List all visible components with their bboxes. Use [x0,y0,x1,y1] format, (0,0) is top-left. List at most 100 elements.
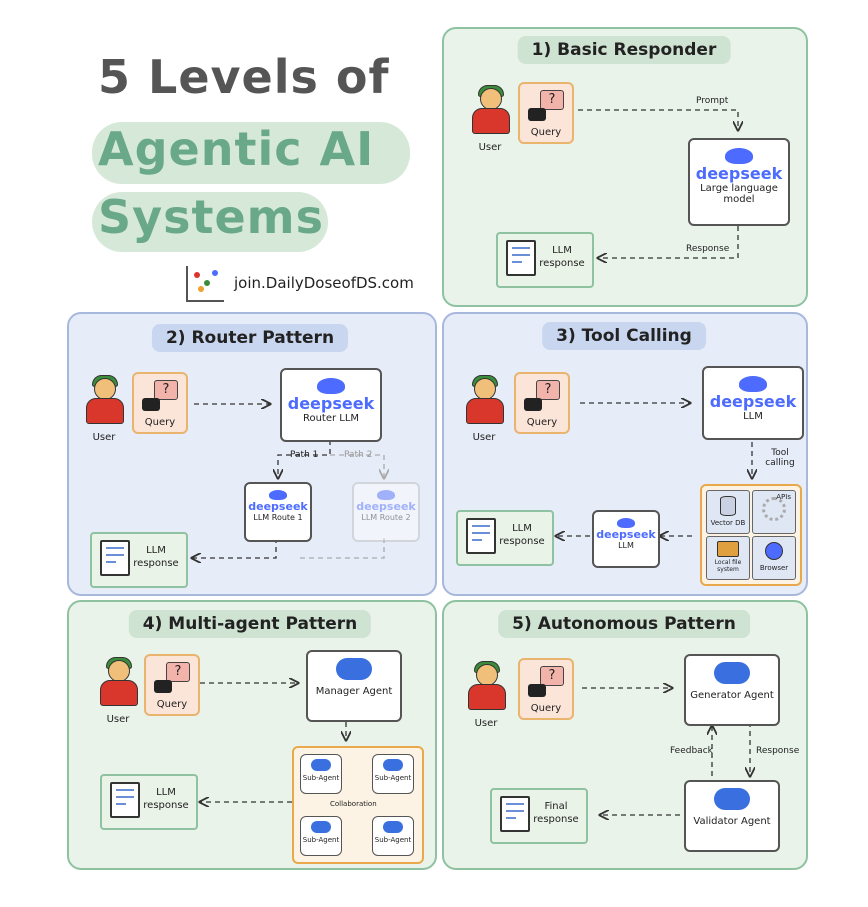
chat-icon [524,398,542,411]
llm-response-card: LLM response [456,510,554,566]
whale-icon [617,518,635,528]
validator-agent-box: Validator Agent [684,780,780,852]
panel-title: 1) Basic Responder [517,36,731,64]
query-label: Query [156,699,188,710]
panel-title: 2) Router Pattern [151,324,349,352]
question-icon: ? [540,90,564,110]
sub-agent-box: Sub-Agent [372,754,414,794]
deepseek-logo: deepseek [356,500,416,513]
llm-route-1-box: deepseek LLM Route 1 [244,482,312,542]
heading-line-2: Agentic AI [98,122,375,176]
llm-route-2-box: deepseek LLM Route 2 [352,482,420,542]
llm-box-secondary: deepseek LLM [592,510,660,568]
query-card: ? Query [132,372,188,434]
chat-icon [154,680,172,693]
question-icon: ? [540,666,564,686]
document-icon [100,540,130,576]
llm-response-card: LLM response [90,532,188,588]
heading-line-1: 5 Levels of [98,50,390,104]
query-card: ? Query [518,82,574,144]
vector-db-label: Vector DB [710,519,746,527]
user-label: User [478,142,502,153]
llm-box: deepseek LLM [702,366,804,440]
heading-highlight-2 [92,192,328,252]
cloud-agent-icon [714,662,750,684]
tool-calling-label: Tool calling [765,448,795,468]
query-label: Query [530,127,562,138]
cloud-agent-icon [311,821,331,833]
tools-group: Vector DB APIs Local file system Browser [700,484,802,586]
router-llm-label: Router LLM [302,413,360,424]
document-icon [110,782,140,818]
sub-agent-label: Sub-Agent [374,774,412,782]
local-fs-tool: Local file system [706,536,750,580]
browser-tool: Browser [752,536,796,580]
panel-title: 4) Multi-agent Pattern [128,610,372,638]
router-llm-box: deepseek Router LLM [280,368,382,442]
user-label: User [472,432,496,443]
cloud-agent-icon [383,759,403,771]
user-label: User [474,718,498,729]
response-label: Response [756,746,800,756]
manager-agent-label: Manager Agent [315,686,393,697]
query-card: ? Query [144,654,200,716]
panel-title: 5) Autonomous Pattern [498,610,750,638]
whale-icon [269,490,287,500]
collaboration-label: Collaboration [330,800,377,808]
site-link[interactable]: join.DailyDoseofDS.com [234,274,414,292]
llm-response-card: LLM response [100,774,198,830]
local-fs-label: Local file system [714,559,742,573]
heading-line-3: Systems [98,190,324,244]
cloud-agent-icon [714,788,750,810]
final-response-card: Final response [490,788,588,844]
sub-agent-box: Sub-Agent [300,816,342,856]
query-label: Query [526,417,558,428]
cloud-agent-icon [336,658,372,680]
cloud-agent-icon [383,821,403,833]
whale-icon [317,378,345,394]
user-label: User [106,714,130,725]
response-card-label: LLM response [143,787,189,811]
database-icon [720,496,736,516]
chat-icon [528,684,546,697]
sub-agent-box: Sub-Agent [372,816,414,856]
user-label: User [92,432,116,443]
route-2-label: LLM Route 2 [361,513,411,522]
feedback-label: Feedback [670,746,713,756]
gear-icon [762,497,786,521]
globe-icon [765,542,783,560]
query-label: Query [144,417,176,428]
cloud-agent-icon [311,759,331,771]
sub-agent-label: Sub-Agent [374,836,412,844]
generator-agent-box: Generator Agent [684,654,780,726]
question-icon: ? [536,380,560,400]
sub-agents-group: Sub-Agent Sub-Agent Collaboration Sub-Ag… [292,746,424,864]
chat-icon [528,108,546,121]
heading-highlight [92,122,410,184]
query-card: ? Query [514,372,570,434]
llm-label: Large language model [700,183,778,205]
document-icon [506,240,536,276]
deepseek-logo: deepseek [709,392,797,411]
path-2-label: Path 2 [344,450,373,460]
llm-response-card: LLM response [496,232,594,288]
document-icon [466,518,496,554]
path-1-label: Path 1 [290,450,319,460]
sub-agent-label: Sub-Agent [302,836,340,844]
deepseek-logo: deepseek [596,528,656,541]
sub-agent-label: Sub-Agent [302,774,340,782]
response-card-label: LLM response [499,523,545,547]
response-card-label: Final response [533,801,579,825]
whale-icon [739,376,767,392]
validator-agent-label: Validator Agent [693,816,771,827]
scatter-logo-icon [186,266,224,302]
route-1-label: LLM Route 1 [253,513,303,522]
response-card-label: LLM response [133,545,179,569]
response-card-label: LLM response [539,245,585,269]
llm-label: LLM [618,541,634,550]
folder-icon [717,541,739,557]
deepseek-logo: deepseek [287,394,375,413]
sub-agent-box: Sub-Agent [300,754,342,794]
panel-title: 3) Tool Calling [542,322,706,350]
query-card: ? Query [518,658,574,720]
